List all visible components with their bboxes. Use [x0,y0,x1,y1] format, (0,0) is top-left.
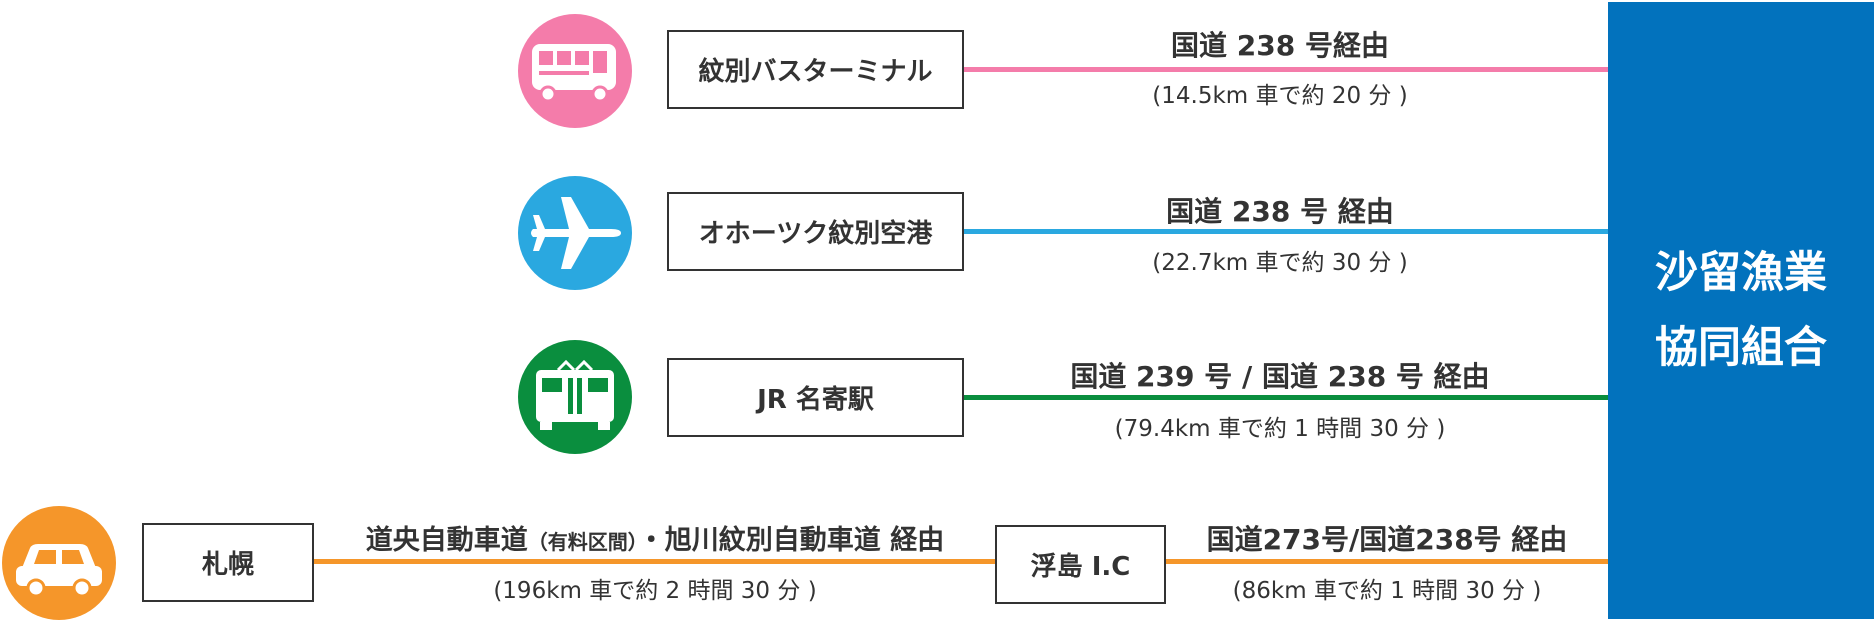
car-icon [2,506,116,620]
route-via-plane: 国道 238 号 経由 [1166,195,1394,228]
route-via-train: 国道 239 号 / 国道 238 号 経由 [1070,360,1490,393]
route-line-bus [964,67,1608,72]
origin-jr-nayoro: JR 名寄駅 [667,358,964,437]
bus-icon [518,14,632,128]
origin-sapporo: 札幌 [142,523,314,602]
via-expressway-2: ・旭川紋別自動車道 経由 [637,525,945,556]
route-detail-plane: (22.7km 車で約 30 分 ) [1152,250,1408,276]
route-line-train [964,395,1608,400]
destination-box: 沙留漁業 協同組合 [1608,2,1874,619]
destination-line2: 協同組合 [1655,322,1827,373]
route-detail-bus: (14.5km 車で約 20 分 ) [1152,83,1408,109]
origin-label: 札幌 [201,550,254,580]
route-via-bus: 国道 238 号経由 [1171,29,1389,62]
airplane-icon [518,176,632,290]
train-icon [518,340,632,454]
waypoint-label: 浮島 I.C [1030,552,1131,582]
route-detail-train: (79.4km 車で約 1 時間 30 分 ) [1114,416,1446,442]
route-detail-car-segment2: (86km 車で約 1 時間 30 分 ) [1232,578,1542,604]
origin-label: 紋別バスターミナル [698,57,933,87]
route-detail-car-segment1: (196km 車で約 2 時間 30 分 ) [493,578,817,604]
route-via-car-segment2: 国道273号/国道238号 経由 [1206,523,1568,556]
waypoint-ukishima-ic: 浮島 I.C [995,525,1166,604]
route-line-car-segment2 [1166,559,1608,564]
via-expressway: 道央自動車道 [365,525,528,556]
route-line-car-segment1 [314,559,995,564]
origin-okhotsk-airport: オホーツク紋別空港 [667,192,964,271]
origin-bus-terminal: 紋別バスターミナル [667,30,964,109]
origin-label: オホーツク紋別空港 [698,219,933,249]
via-toll-note: （有料区間） [527,530,638,554]
route-line-plane [964,229,1608,234]
origin-label: JR 名寄駅 [757,385,874,415]
destination-line1: 沙留漁業 [1655,248,1827,299]
route-via-car-segment1: 道央自動車道（有料区間）・旭川紋別自動車道 経由 [320,518,990,557]
